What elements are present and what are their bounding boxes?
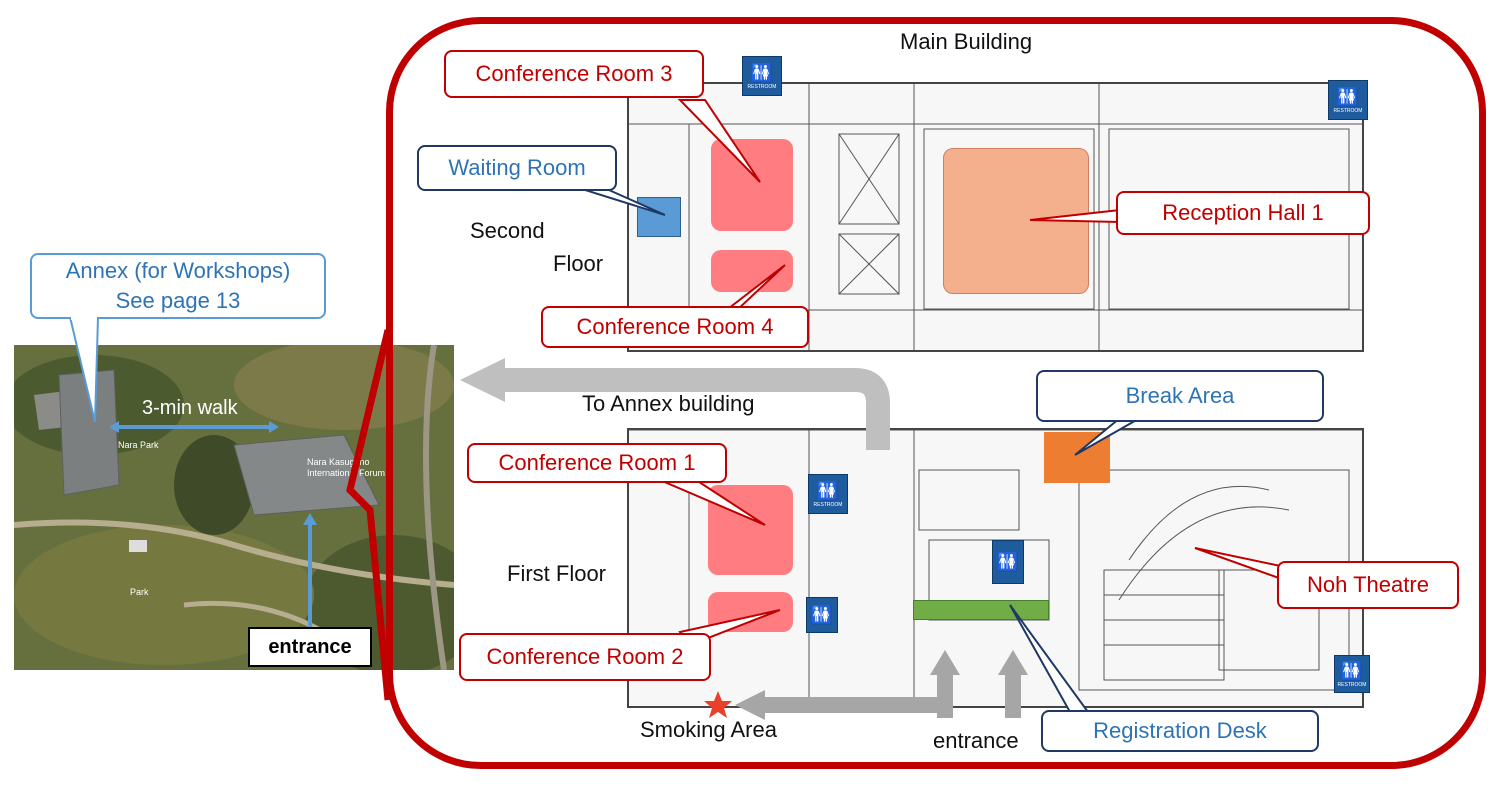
conference-room-3-callout: Conference Room 3 [444,50,704,98]
main-building-frame [386,17,1486,769]
entrance-arrow [303,513,317,628]
restroom-icon: 🚻 [992,540,1024,584]
park-label: Park [130,587,149,597]
smoking-area-label: Smoking Area [640,717,777,742]
annex-callout-line2: See page 13 [115,288,241,313]
annex-callout: Annex (for Workshops) See page 13 [30,253,326,319]
restroom-icon: 🚻RESTROOM [1334,655,1370,693]
noh-theatre-callout: Noh Theatre [1277,561,1459,609]
waiting-room-area [637,197,681,237]
annex-callout-pointer [68,317,100,423]
nara-park-label: Nara Park [118,440,159,450]
walk-label: 3-min walk [142,397,238,419]
annex-callout-line1: Annex (for Workshops) [65,258,291,283]
to-annex-arrow [460,358,890,450]
second-floor-label-line2: Floor [553,251,604,276]
restroom-icon-label: RESTROOM [747,83,777,90]
second-floor-label-line1: Second [470,218,545,243]
registration-desk-callout: Registration Desk [1041,710,1319,752]
smoking-area-arrow [735,650,1028,720]
map-entrance-label: entrance [248,627,372,667]
walk-arrow [109,421,279,433]
first-floor-label: First Floor [507,561,606,586]
conference-room-3-area [711,139,793,231]
restroom-icon-label: RESTROOM [813,501,843,508]
plan-entrance-label: entrance [933,728,1019,753]
restroom-icon: 🚻RESTROOM [742,56,782,96]
conference-room-2-callout: Conference Room 2 [459,633,711,681]
restroom-icon: 🚻RESTROOM [808,474,848,514]
break-area-callout: Break Area [1036,370,1324,422]
reception-hall-1-callout: Reception Hall 1 [1116,191,1370,235]
smoking-area-star-icon [704,691,732,718]
conference-room-4-callout: Conference Room 4 [541,306,809,348]
forum-map-label: Nara Kasugano International Forum [307,457,385,479]
forum-map-label-line2: International Forum [307,468,386,478]
frame-connector [346,329,392,701]
forum-map-label-line1: Nara Kasugano [307,457,370,467]
main-building-title: Main Building [900,29,1033,54]
satellite-map-graphic [14,345,454,670]
restroom-icon-label: RESTROOM [1337,681,1367,688]
waiting-room-callout: Waiting Room [417,145,617,191]
restroom-icon: 🚻 [806,597,838,633]
conference-room-1-callout: Conference Room 1 [467,443,727,483]
satellite-map: 3-min walk Nara Kasugano International F… [14,345,454,670]
to-annex-label: To Annex building [582,391,755,416]
restroom-icon: 🚻RESTROOM [1328,80,1368,120]
restroom-icon-label: RESTROOM [1333,107,1363,114]
